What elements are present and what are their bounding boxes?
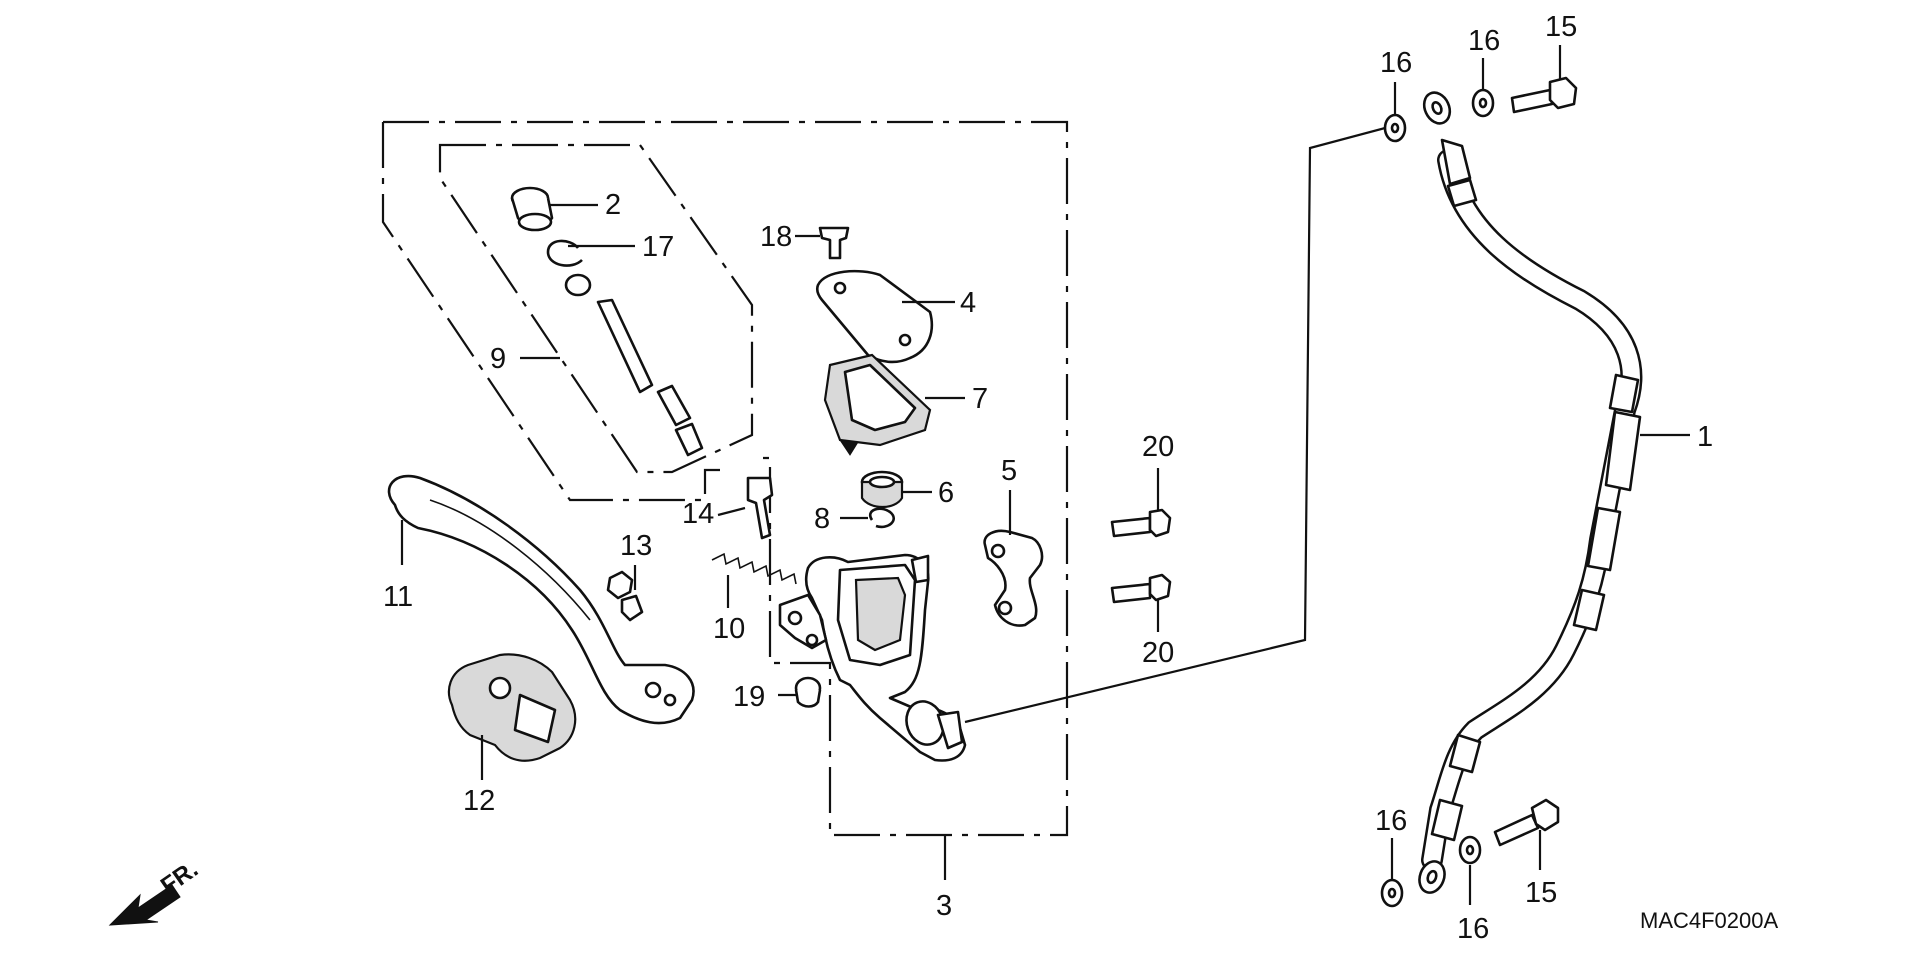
callout-18: 18 (760, 221, 792, 253)
screw-18[interactable] (818, 226, 850, 260)
callout-16-top-right: 16 (1468, 25, 1500, 57)
pivot-nut-13[interactable] (606, 570, 644, 622)
callout-12: 12 (463, 785, 495, 817)
washer-16-bottom-right[interactable] (1458, 835, 1482, 865)
diaphragm-7[interactable] (823, 353, 932, 456)
hose-route-line (964, 126, 1386, 724)
front-direction-arrow: FR. (108, 856, 203, 926)
bolt-20-upper[interactable] (1110, 508, 1172, 538)
callout-20-lower: 20 (1142, 637, 1174, 669)
callout-16-top-left: 16 (1380, 47, 1412, 79)
callout-6: 6 (938, 477, 954, 509)
washer-16-bottom-left[interactable] (1380, 878, 1404, 908)
brake-hose-1[interactable] (1415, 88, 1643, 896)
spring-10[interactable] (711, 552, 797, 585)
brake-lever[interactable] (387, 474, 695, 725)
callout-20-upper: 20 (1142, 431, 1174, 463)
callout-15-bottom: 15 (1525, 877, 1557, 909)
callout-17: 17 (642, 231, 674, 263)
kit-9-outline (438, 143, 754, 474)
callout-2: 2 (605, 189, 621, 221)
holder-5[interactable] (983, 529, 1044, 627)
assembly-3-outline (381, 120, 1069, 880)
callout-3: 3 (936, 890, 952, 922)
oil-bolt-15-bottom[interactable] (1493, 798, 1560, 847)
bolt-20-lower[interactable] (1110, 573, 1172, 604)
callout-labels: 1 2 3 4 5 6 7 8 9 10 11 12 13 14 15 15 1… (383, 11, 1779, 945)
diagram-code: MAC4F0200A (1640, 908, 1779, 933)
nut-19[interactable] (794, 676, 822, 708)
oil-bolt-15-top[interactable] (1510, 76, 1578, 114)
leader-14 (717, 506, 746, 517)
callout-4: 4 (960, 287, 976, 319)
clip-8[interactable] (869, 507, 895, 529)
master-cylinder-body[interactable] (778, 553, 967, 762)
callout-19: 19 (733, 681, 765, 713)
circlip-17[interactable] (546, 239, 583, 267)
piston-rod[interactable] (564, 273, 704, 457)
callout-11: 11 (383, 581, 413, 613)
callout-16-bottom-right: 16 (1457, 913, 1489, 945)
callout-10: 10 (713, 613, 745, 645)
callout-14: 14 (682, 498, 714, 530)
callout-15-top: 15 (1545, 11, 1577, 43)
pivot-bolt-14[interactable] (746, 476, 774, 540)
callout-13: 13 (620, 530, 652, 562)
reservoir-cap-4[interactable] (815, 269, 934, 364)
washer-16-top-right[interactable] (1471, 88, 1495, 118)
washer-16-top-left[interactable] (1383, 113, 1407, 143)
lever-cover[interactable] (447, 653, 577, 762)
callout-5: 5 (1001, 455, 1017, 487)
callout-9: 9 (490, 343, 506, 375)
plate-6[interactable] (860, 470, 904, 509)
callout-7: 7 (972, 383, 988, 415)
callout-1: 1 (1697, 421, 1713, 453)
callout-16-bottom-left: 16 (1375, 805, 1407, 837)
callout-8: 8 (814, 503, 830, 535)
boot-2[interactable] (510, 186, 554, 232)
